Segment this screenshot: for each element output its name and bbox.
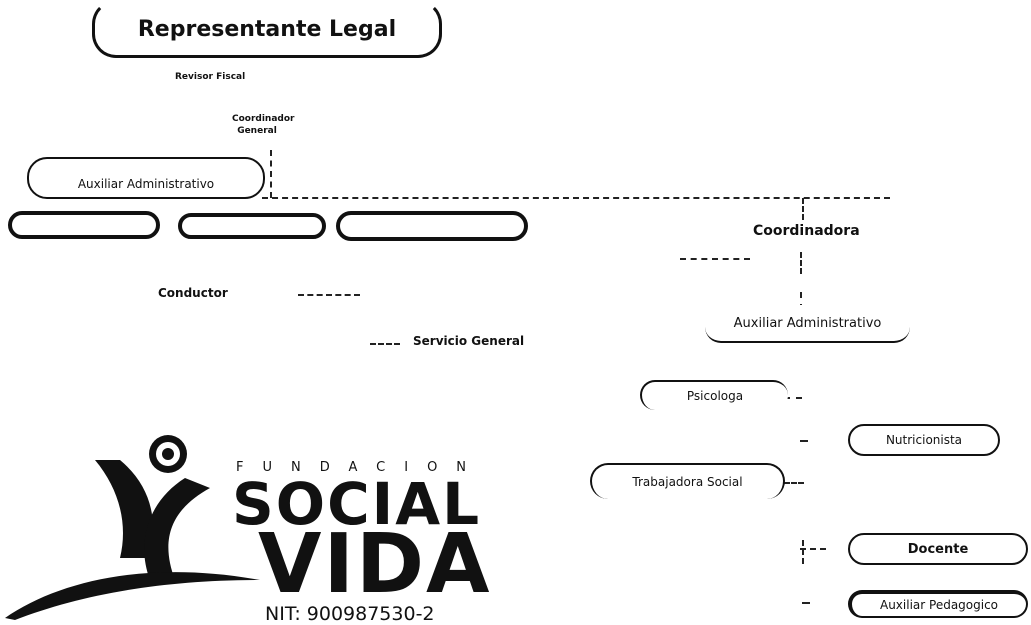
label-coordinadora: Coordinadora xyxy=(753,223,860,239)
connector xyxy=(270,150,272,198)
node-jefe-talento-humano[interactable]: Jefe de Talento Humano xyxy=(336,211,528,241)
connector xyxy=(800,548,826,550)
node-auxiliar-administrativo-2[interactable]: Auxiliar Administrativo xyxy=(705,305,910,343)
node-label: Auxiliar Administrativo xyxy=(77,177,215,191)
node-label: Jefe de Talento Humano xyxy=(360,219,504,233)
node-label: Trabajadora Social xyxy=(632,475,743,489)
node-label: Psicologa xyxy=(686,389,744,403)
connector xyxy=(784,482,804,484)
seal-icon xyxy=(149,435,187,473)
node-label: Auxiliar Administrativo xyxy=(733,315,882,331)
node-contador[interactable]: Contador xyxy=(8,211,160,239)
node-label: Contador xyxy=(56,218,112,232)
logo-social: SOCIAL xyxy=(232,470,482,538)
logo-nit: NIT: 900987530-2 xyxy=(265,603,435,625)
connector xyxy=(800,440,808,442)
connector xyxy=(800,292,802,310)
node-trabajadora-social[interactable]: Trabajadora Social xyxy=(590,463,785,499)
node-docente[interactable]: Docente xyxy=(848,533,1028,565)
node-label: Docente xyxy=(907,541,969,557)
connector xyxy=(784,397,802,399)
node-label: Auxiliar Pedagogico xyxy=(879,598,999,612)
node-representante-legal[interactable]: Representante Legal xyxy=(92,0,442,58)
node-psicologa[interactable]: Psicologa xyxy=(640,380,788,410)
connector xyxy=(298,294,360,296)
connector xyxy=(800,252,802,274)
connector xyxy=(370,343,400,345)
label-servicio-general: Servicio General xyxy=(413,334,525,348)
label-conductor: Conductor xyxy=(158,286,228,300)
swoosh-icon xyxy=(5,460,260,620)
logo-fundacion: FUNDACION xyxy=(236,460,486,475)
node-label: Representante Legal xyxy=(137,16,397,42)
logo-vida: VIDA xyxy=(258,517,492,612)
node-auxiliar-administrativo-1[interactable]: Auxiliar Administrativo xyxy=(27,157,265,199)
connector xyxy=(802,602,810,604)
connector xyxy=(802,540,804,564)
node-label: Almacenista xyxy=(215,219,289,233)
label-coordinador-general: Coordinador General xyxy=(232,114,295,136)
label-revisor-fiscal: Revisor Fiscal xyxy=(175,72,246,82)
node-almacenista[interactable]: Almacenista xyxy=(178,213,326,239)
connector xyxy=(262,197,890,199)
logo: FUNDACION SOCIAL VIDA NIT: 900987530-2 xyxy=(0,430,520,625)
node-label: Nutricionista xyxy=(885,433,963,447)
connector xyxy=(802,198,804,220)
node-nutricionista[interactable]: Nutricionista xyxy=(848,424,1000,456)
connector xyxy=(680,258,750,260)
node-auxiliar-pedagogico[interactable]: Auxiliar Pedagogico xyxy=(848,590,1028,618)
